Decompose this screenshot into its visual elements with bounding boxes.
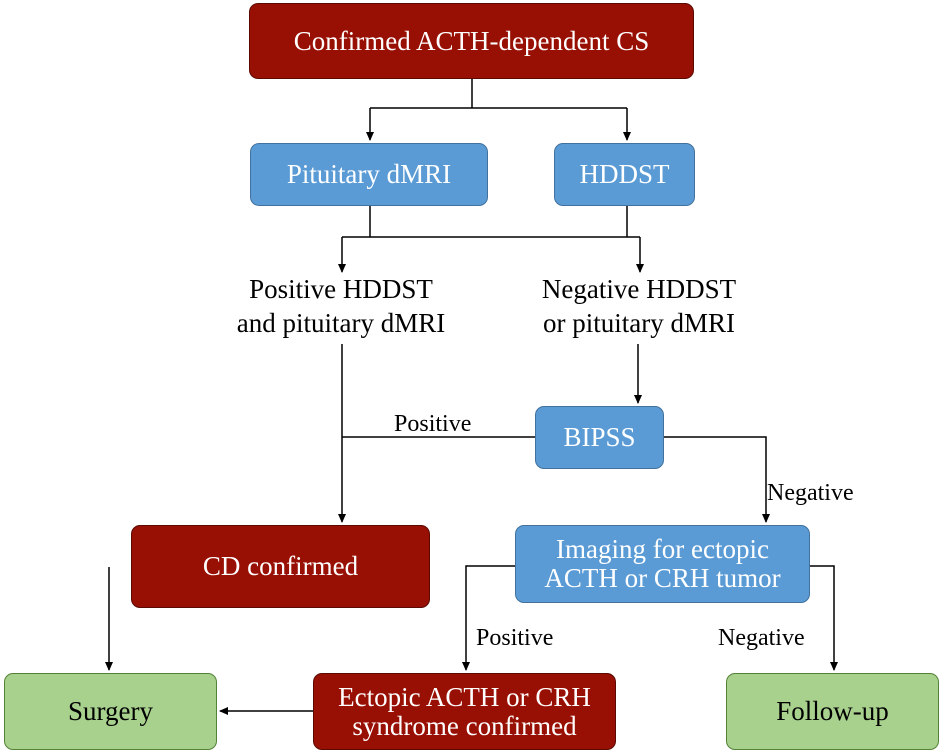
- label-bipss-negative: Negative: [767, 480, 854, 506]
- node-surgery: Surgery: [4, 673, 217, 750]
- edge-imaging-positive: [462, 565, 515, 671]
- edge-start-split: [370, 79, 627, 109]
- edge-tests-merge: [342, 206, 640, 238]
- node-negative-hddst-or-dmri: Negative HDDST or pituitary dMRI: [541, 274, 737, 338]
- edge-bipss-negative: [664, 436, 770, 523]
- edge-imaging-negative: [810, 565, 838, 671]
- node-bipss: BIPSS: [535, 406, 664, 469]
- node-follow-up: Follow-up: [726, 673, 939, 750]
- node-imaging-ectopic: Imaging for ectopic ACTH or CRH tumor: [515, 525, 810, 603]
- node-pituitary-dmri: Pituitary dMRI: [250, 143, 488, 206]
- node-hddst: HDDST: [554, 143, 695, 206]
- node-confirmed-acth-dependent-cs: Confirmed ACTH-dependent CS: [249, 3, 694, 79]
- label-bipss-positive: Positive: [394, 411, 472, 437]
- label-imaging-negative: Negative: [718, 625, 805, 651]
- node-ectopic-syndrome-confirmed: Ectopic ACTH or CRH syndrome confirmed: [313, 673, 616, 750]
- node-cd-confirmed: CD confirmed: [131, 525, 430, 608]
- label-imaging-positive: Positive: [476, 625, 554, 651]
- node-positive-hddst-and-dmri: Positive HDDST and pituitary dMRI: [236, 274, 446, 338]
